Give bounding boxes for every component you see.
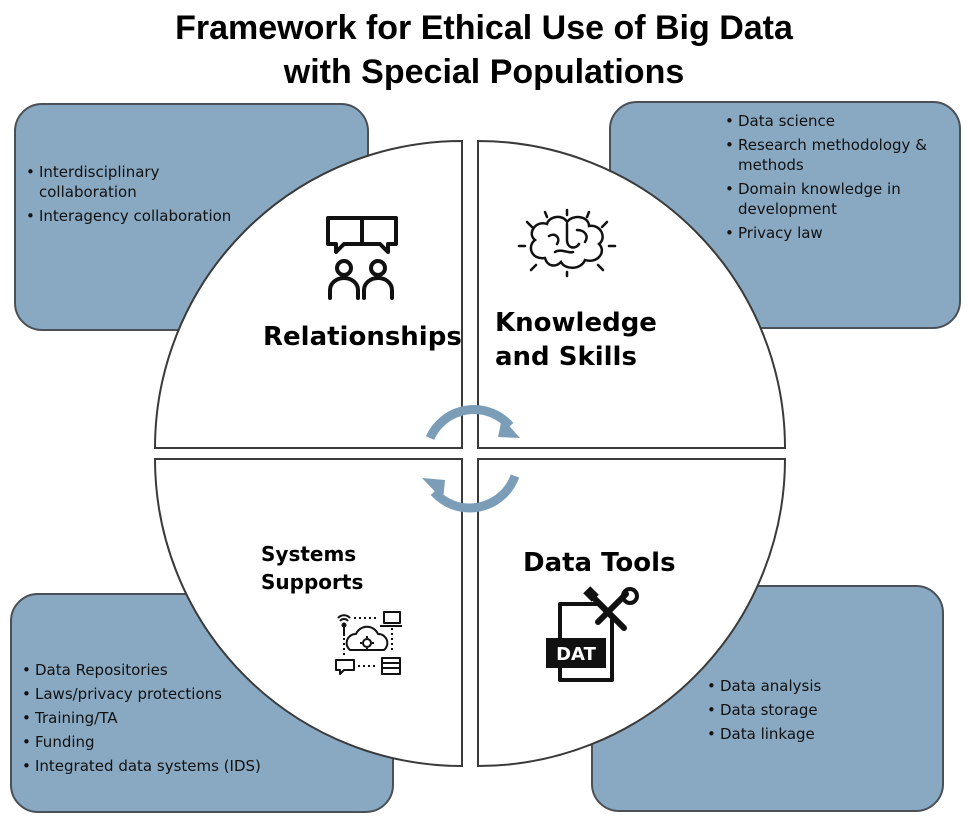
tools-list: Data analysis Data storage Data linkage	[707, 676, 907, 748]
knowledge-list: Data science Research methodology & meth…	[725, 111, 943, 247]
diagram-title: Framework for Ethical Use of Big Data wi…	[0, 6, 968, 94]
knowledge-label-line-1: Knowledge	[495, 308, 657, 338]
systems-label-line-1: Systems	[261, 542, 357, 566]
systems-label: Systems Supports	[261, 540, 363, 596]
list-item: Data science	[725, 111, 943, 131]
list-item: Interagency collaboration	[26, 206, 236, 226]
relationships-list: Interdisciplinary collaboration Interage…	[26, 162, 236, 230]
cycle-arrowhead-bottom	[422, 478, 445, 500]
cloud-network-icon	[335, 611, 402, 675]
cycle-arrowhead-top	[498, 418, 520, 438]
knowledge-label-line-2: and Skills	[495, 342, 637, 372]
title-line-1: Framework for Ethical Use of Big Data	[175, 9, 793, 47]
data-file-tools-icon: DAT	[546, 586, 639, 682]
cycle-arrow-bottom	[430, 474, 520, 513]
people-chat-icon	[326, 216, 398, 300]
list-item: Data storage	[707, 700, 907, 720]
quadrant-knowledge	[477, 139, 787, 449]
list-item: Integrated data systems (IDS)	[22, 756, 262, 776]
brain-icon	[517, 208, 617, 278]
list-item: Privacy law	[725, 223, 943, 243]
list-item: Interdisciplinary collaboration	[26, 162, 236, 202]
systems-list: Data Repositories Laws/privacy protectio…	[22, 660, 262, 780]
list-item: Domain knowledge in development	[725, 179, 943, 219]
list-item: Data analysis	[707, 676, 907, 696]
systems-label-line-2: Supports	[261, 570, 364, 594]
title-line-2: with Special Populations	[283, 53, 685, 91]
data-file-label: DAT	[556, 644, 596, 665]
list-item: Data linkage	[707, 724, 907, 744]
list-item: Funding	[22, 732, 262, 752]
list-item: Data Repositories	[22, 660, 262, 680]
list-item: Research methodology & methods	[725, 135, 943, 175]
list-item: Laws/privacy protections	[22, 684, 262, 704]
cycle-arrow-top	[425, 405, 514, 440]
quadrant-tools	[477, 458, 787, 768]
relationships-label: Relationships	[263, 322, 462, 352]
tools-label: Data Tools	[523, 548, 676, 578]
list-item: Training/TA	[22, 708, 262, 728]
knowledge-label: Knowledge and Skills	[495, 306, 657, 374]
quadrant-systems	[153, 458, 463, 768]
quadrant-relationships	[153, 139, 463, 449]
